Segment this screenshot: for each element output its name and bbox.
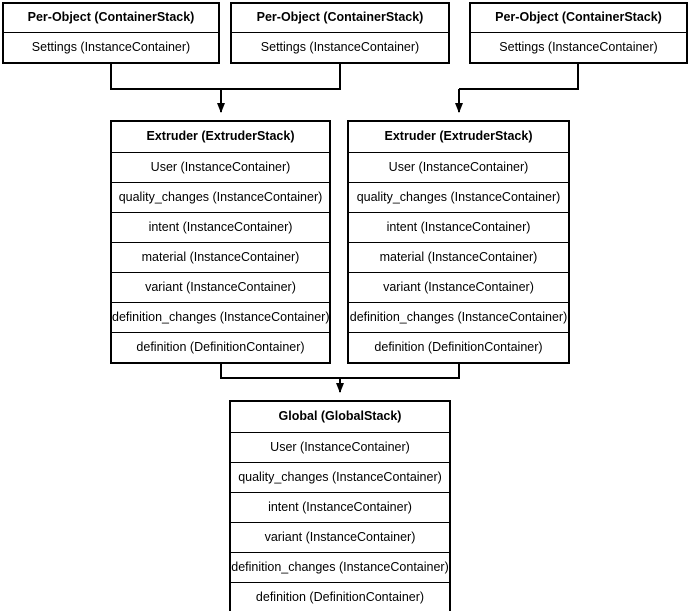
node-extruder-1[interactable]: Extruder (ExtruderStack) User (InstanceC… (110, 120, 331, 364)
edge-per-object-2-to-extruder-1 (221, 62, 341, 90)
node-global-header: Global (GlobalStack) (231, 402, 449, 432)
node-extruder-2-header: Extruder (ExtruderStack) (349, 122, 568, 152)
node-extruder-2-row-quality-changes: quality_changes (InstanceContainer) (349, 182, 568, 212)
node-per-object-1[interactable]: Per-Object (ContainerStack) Settings (In… (2, 2, 220, 64)
node-extruder-2[interactable]: Extruder (ExtruderStack) User (InstanceC… (347, 120, 570, 364)
node-extruder-1-header: Extruder (ExtruderStack) (112, 122, 329, 152)
node-per-object-3[interactable]: Per-Object (ContainerStack) Settings (In… (469, 2, 688, 64)
node-per-object-1-header: Per-Object (ContainerStack) (4, 4, 218, 32)
node-global-row-quality-changes: quality_changes (InstanceContainer) (231, 462, 449, 492)
node-extruder-1-row-definition-changes: definition_changes (InstanceContainer) (112, 302, 329, 332)
node-per-object-3-header: Per-Object (ContainerStack) (471, 4, 686, 32)
node-global-row-variant: variant (InstanceContainer) (231, 522, 449, 552)
node-per-object-1-row-settings: Settings (InstanceContainer) (4, 32, 218, 62)
edge-per-object-3-to-extruder-2 (459, 62, 579, 90)
node-per-object-3-row-settings: Settings (InstanceContainer) (471, 32, 686, 62)
node-extruder-2-row-definition: definition (DefinitionContainer) (349, 332, 568, 362)
node-extruder-2-row-intent: intent (InstanceContainer) (349, 212, 568, 242)
node-extruder-2-row-material: material (InstanceContainer) (349, 242, 568, 272)
node-per-object-2-header: Per-Object (ContainerStack) (232, 4, 448, 32)
node-extruder-1-row-intent: intent (InstanceContainer) (112, 212, 329, 242)
edge-per-object-1-to-extruder-1 (110, 62, 221, 90)
node-global-row-definition: definition (DefinitionContainer) (231, 582, 449, 611)
node-extruder-2-row-definition-changes: definition_changes (InstanceContainer) (349, 302, 568, 332)
node-extruder-2-row-variant: variant (InstanceContainer) (349, 272, 568, 302)
node-per-object-2-row-settings: Settings (InstanceContainer) (232, 32, 448, 62)
node-global-row-definition-changes: definition_changes (InstanceContainer) (231, 552, 449, 582)
node-extruder-1-row-definition: definition (DefinitionContainer) (112, 332, 329, 362)
node-global-row-intent: intent (InstanceContainer) (231, 492, 449, 522)
node-global-row-user: User (InstanceContainer) (231, 432, 449, 462)
node-extruder-1-row-quality-changes: quality_changes (InstanceContainer) (112, 182, 329, 212)
node-extruder-2-row-user: User (InstanceContainer) (349, 152, 568, 182)
node-extruder-1-row-variant: variant (InstanceContainer) (112, 272, 329, 302)
node-extruder-1-row-material: material (InstanceContainer) (112, 242, 329, 272)
node-extruder-1-row-user: User (InstanceContainer) (112, 152, 329, 182)
node-per-object-2[interactable]: Per-Object (ContainerStack) Settings (In… (230, 2, 450, 64)
node-global[interactable]: Global (GlobalStack) User (InstanceConta… (229, 400, 451, 611)
